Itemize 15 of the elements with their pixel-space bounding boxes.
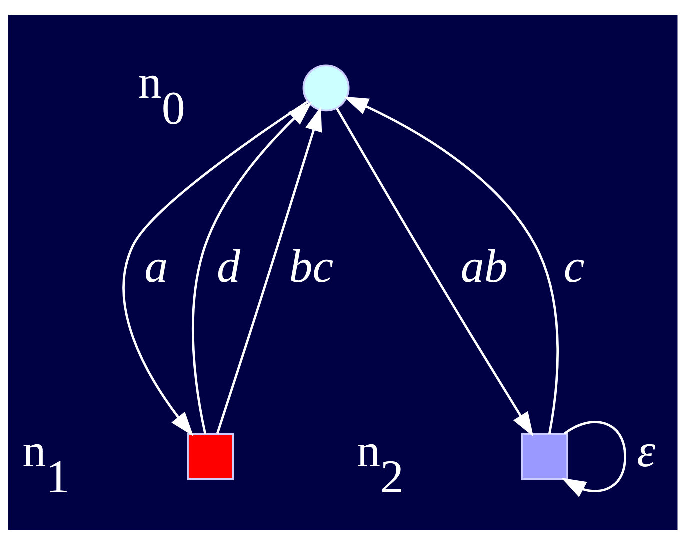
arrow bbox=[336, 107, 534, 436]
edge-label: c bbox=[564, 240, 585, 293]
arrow bbox=[344, 96, 559, 434]
arrow bbox=[216, 106, 322, 434]
node-circle bbox=[302, 64, 350, 112]
arrow bbox=[562, 420, 627, 497]
edge-label: d bbox=[216, 240, 240, 293]
edge-label: a bbox=[144, 240, 168, 293]
edge-label: ab bbox=[460, 240, 508, 293]
edge-label: bc bbox=[289, 240, 334, 293]
edge-label: ε bbox=[637, 424, 656, 477]
node-box bbox=[187, 432, 234, 480]
arrow bbox=[122, 100, 309, 436]
node-box bbox=[521, 432, 568, 480]
arrow bbox=[192, 101, 312, 434]
